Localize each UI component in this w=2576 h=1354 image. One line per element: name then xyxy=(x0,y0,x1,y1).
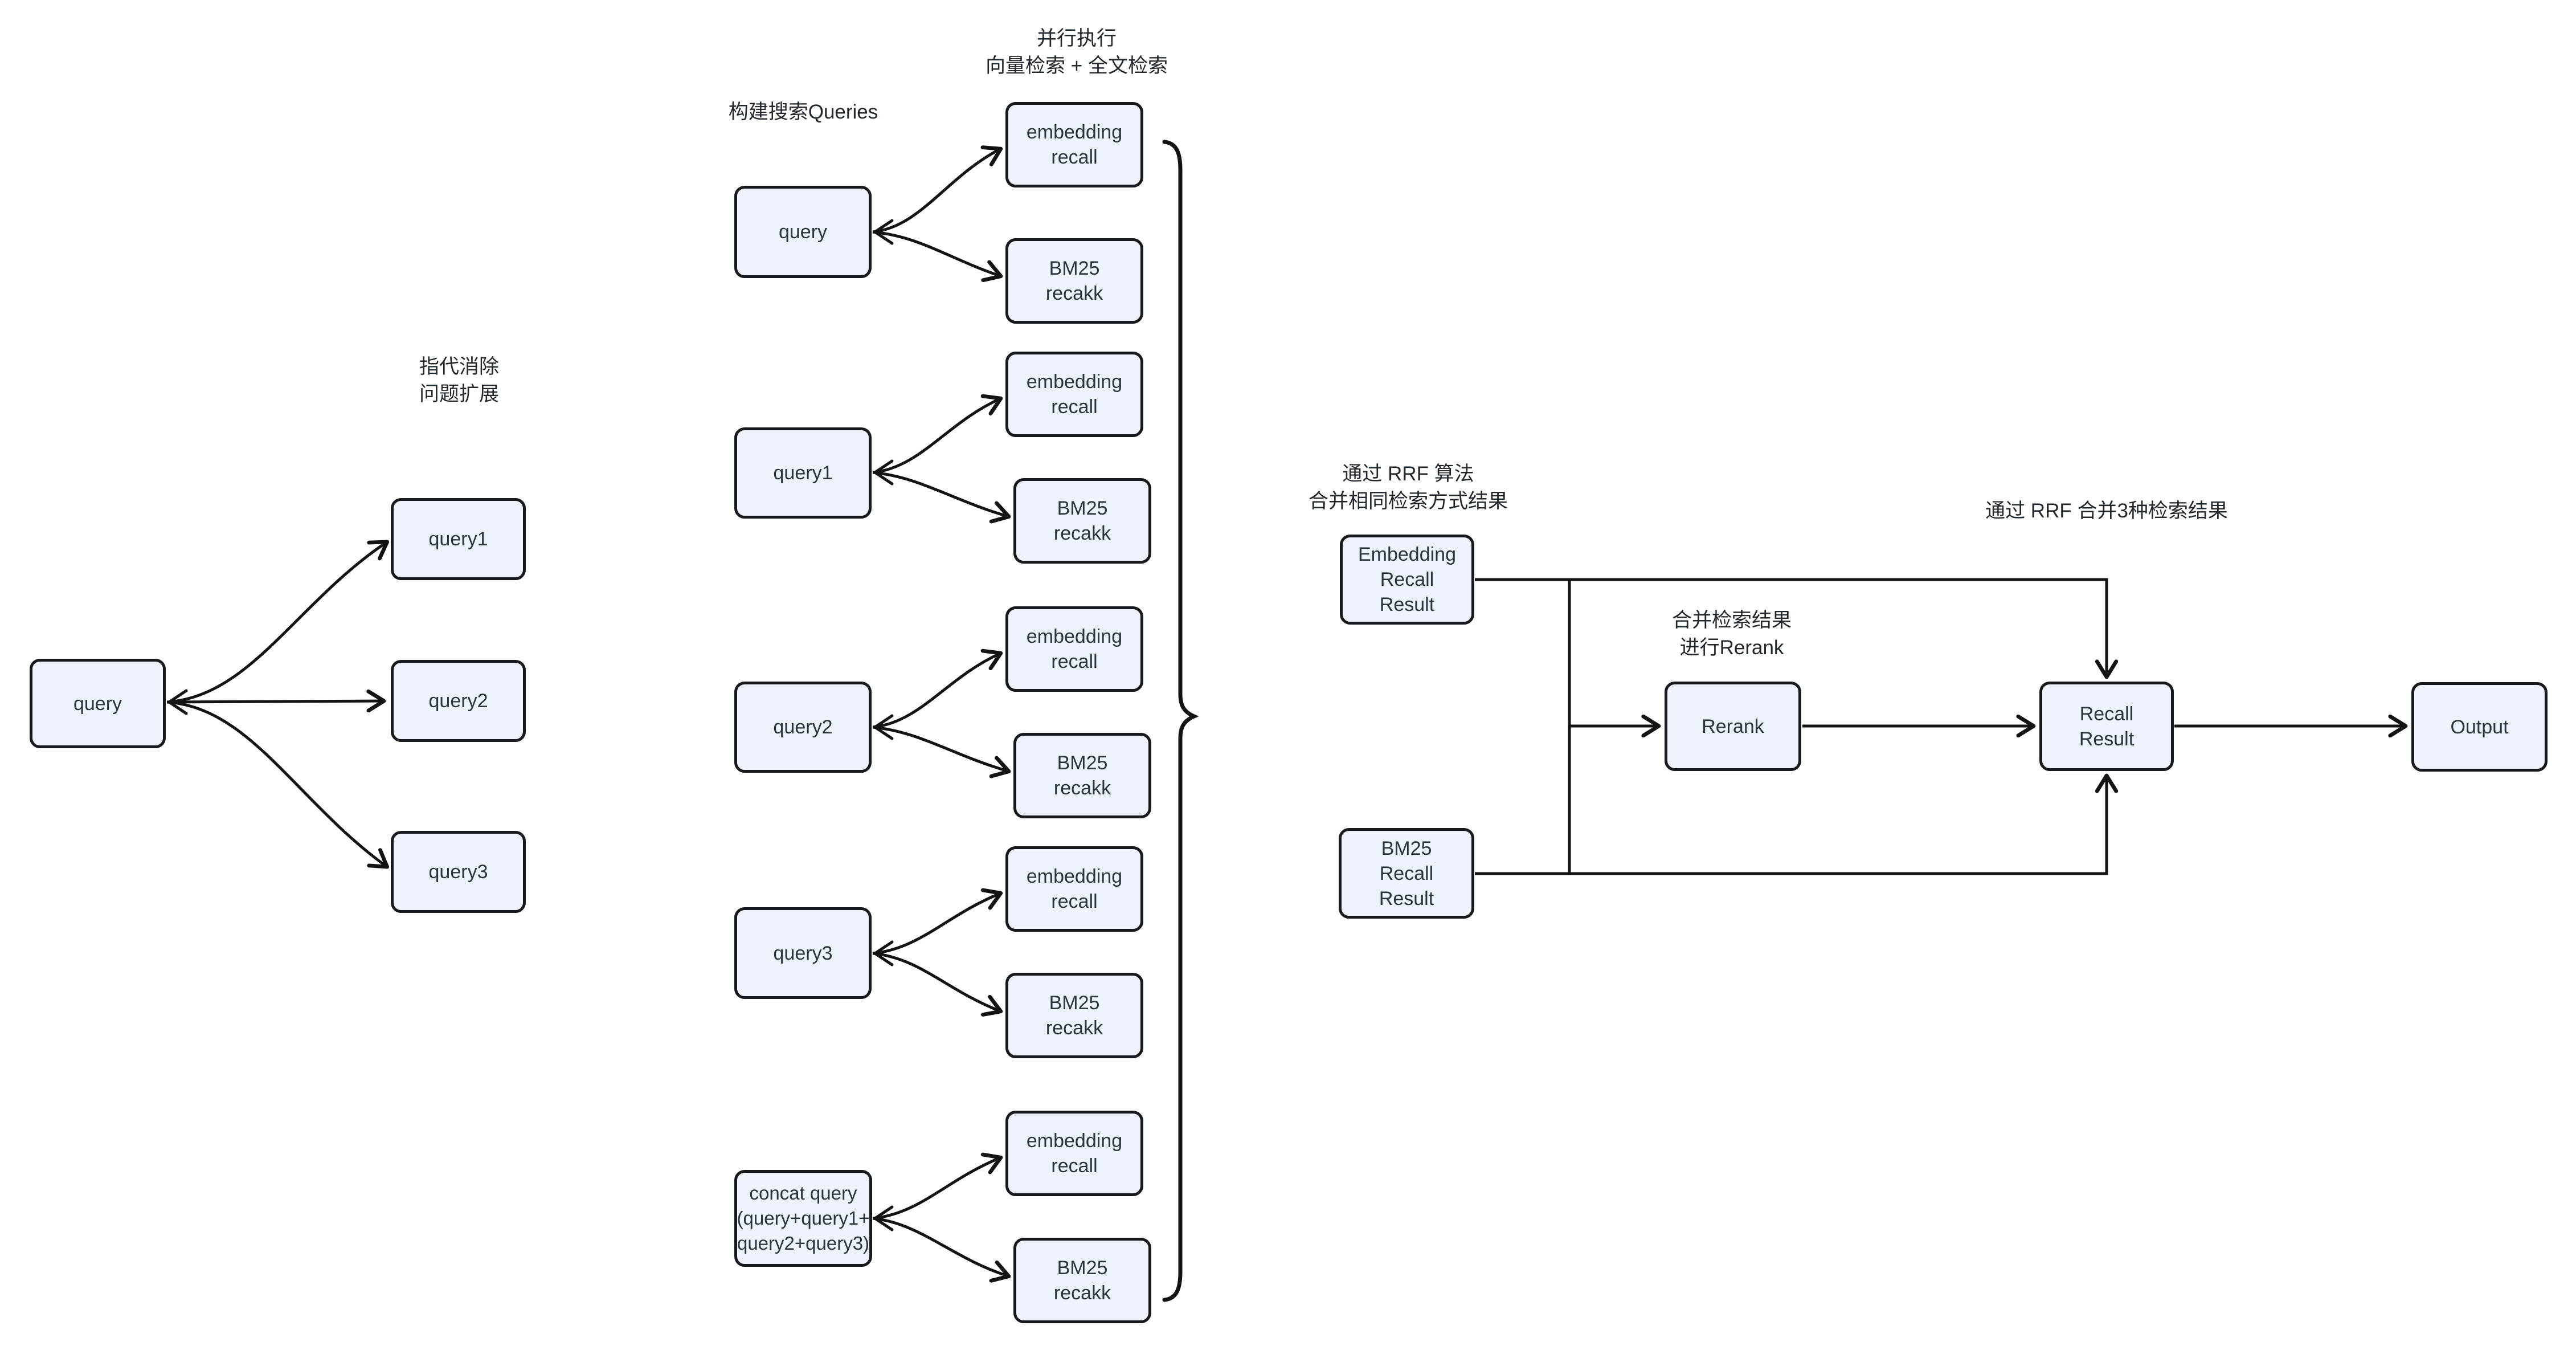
node-mid-query1: query1 xyxy=(734,427,872,519)
node-left-query2: query2 xyxy=(391,660,526,742)
edge-mquery1-to-bm25-2 xyxy=(872,471,1008,516)
node-left-query: query xyxy=(30,659,166,748)
edge-mquery3-to-embedding4 xyxy=(872,894,1000,955)
node-mid-query2: query2 xyxy=(734,682,872,773)
edge-mquery3-to-bm25-4 xyxy=(872,952,1000,1011)
node-bm25-recall-4: BM25 recakk xyxy=(1005,973,1143,1058)
node-bm25-recall-1: BM25 recakk xyxy=(1005,238,1143,324)
edge-mquery2-to-bm25-3 xyxy=(872,725,1008,771)
backarrow-concat xyxy=(873,1205,894,1231)
label-rrf-same-method: 通过 RRF 算法 合并相同检索方式结果 xyxy=(1308,463,1508,512)
brace xyxy=(1162,140,1199,1302)
node-left-query1: query1 xyxy=(391,498,526,580)
node-embedding-recall-3: embedding recall xyxy=(1005,606,1143,692)
node-mid-concat-query: concat query (query+query1+ query2+query… xyxy=(734,1170,872,1267)
node-recall-result: Recall Result xyxy=(2039,682,2174,771)
node-bm25-recall-5: BM25 recakk xyxy=(1013,1238,1151,1323)
edge-concat-to-bm25-5 xyxy=(872,1217,1008,1276)
backarrow-mquery3 xyxy=(873,940,894,966)
edge-mquery2-to-embedding3 xyxy=(872,654,1000,729)
node-embedding-recall-4: embedding recall xyxy=(1005,846,1143,932)
edge-query-to-query1 xyxy=(166,543,386,704)
node-rerank: Rerank xyxy=(1665,682,1801,771)
node-embedding-recall-result: Embedding Recall Result xyxy=(1340,535,1474,625)
edge-query-to-query3 xyxy=(166,700,386,866)
label-parallel-execution: 并行执行 向量检索 + 全文检索 xyxy=(986,27,1168,77)
backarrow-mquery2 xyxy=(873,714,894,740)
node-bm25-recall-2: BM25 recakk xyxy=(1013,478,1151,564)
backarrow-mquery xyxy=(873,219,894,245)
label-coreference-expansion: 指代消除 问题扩展 xyxy=(419,356,500,405)
node-bm25-recall-result: BM25 Recall Result xyxy=(1339,828,1474,919)
node-mid-query: query xyxy=(734,186,872,278)
label-rrf-merge-3: 通过 RRF 合并3种检索结果 xyxy=(1985,500,2228,522)
node-bm25-recall-3: BM25 recakk xyxy=(1013,733,1151,818)
edge-concat-to-embedding5 xyxy=(872,1158,1000,1220)
backarrow-left-query xyxy=(167,689,188,715)
backarrow-mquery1 xyxy=(873,459,894,486)
label-merge-rerank: 合并检索结果 进行Rerank xyxy=(1671,609,1792,659)
edge-embres-to-recallres-top xyxy=(1475,578,2107,676)
node-left-query3: query3 xyxy=(391,831,526,913)
node-output: Output xyxy=(2411,682,2548,772)
edge-mquery1-to-embedding2 xyxy=(872,399,1000,474)
node-mid-query3: query3 xyxy=(734,907,872,999)
edge-query-to-query2 xyxy=(166,701,383,702)
node-embedding-recall-2: embedding recall xyxy=(1005,352,1143,437)
label-build-queries: 构建搜索Queries xyxy=(728,101,878,123)
edge-mquery-to-embedding1 xyxy=(872,149,1000,234)
edge-mquery-to-bm25-1 xyxy=(872,230,1000,276)
node-embedding-recall-1: embedding recall xyxy=(1005,102,1143,187)
edge-bm25res-to-recallres-bottom xyxy=(1475,777,2107,875)
node-embedding-recall-5: embedding recall xyxy=(1005,1111,1143,1196)
